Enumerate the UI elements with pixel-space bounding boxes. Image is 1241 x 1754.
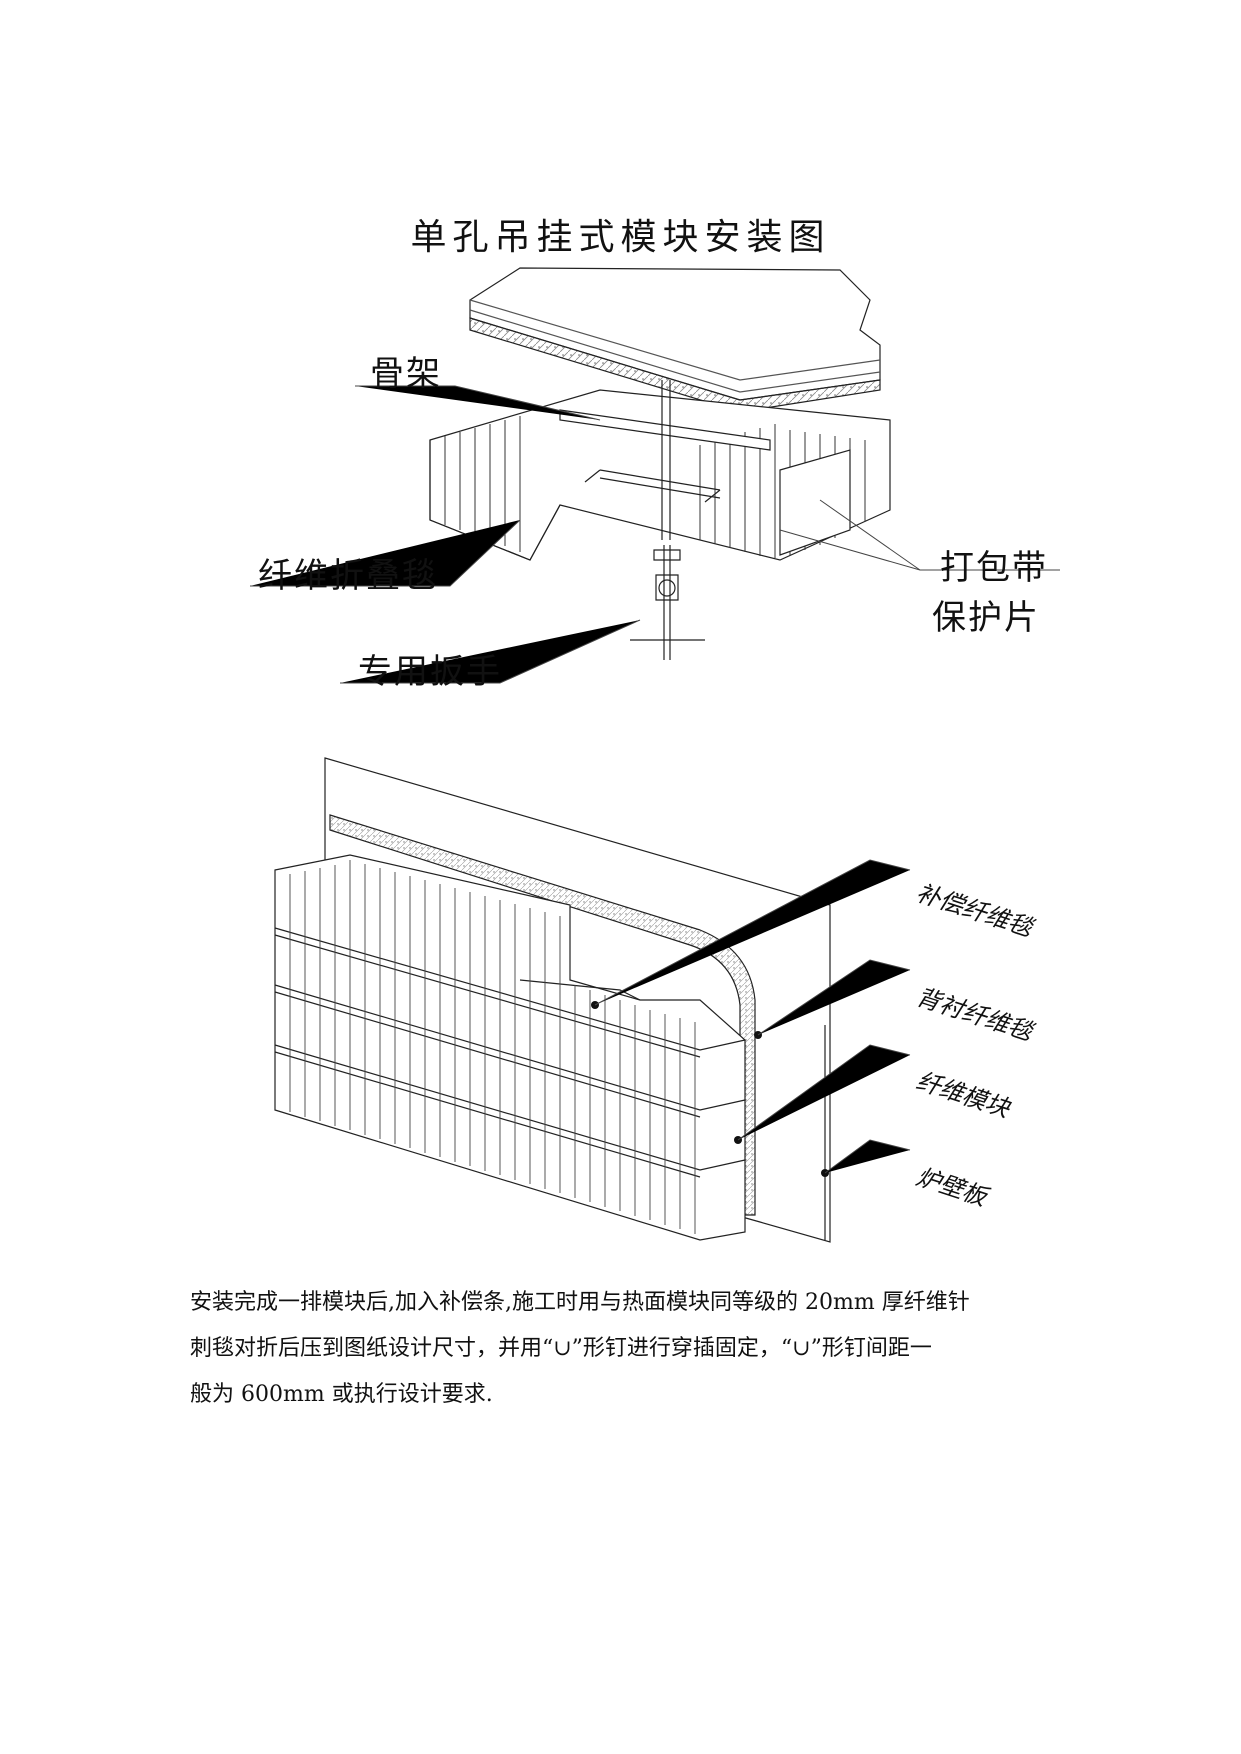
description-line-2: 刺毯对折后压到图纸设计尺寸，并用“∪”形钉进行穿插固定，“∪”形钉间距一 bbox=[190, 1336, 932, 1361]
page-title: 单孔吊挂式模块安装图 bbox=[410, 217, 831, 258]
description-paragraph: 安装完成一排模块后,加入补偿条,施工时用与热面模块同等级的 20mm 厚纤维针 … bbox=[190, 1280, 1070, 1418]
label-folded-blanket: 纤维折叠毯 bbox=[258, 556, 438, 596]
description-line-1: 安装完成一排模块后,加入补偿条,施工时用与热面模块同等级的 20mm 厚纤维针 bbox=[190, 1290, 970, 1315]
label-protector: 保护片 bbox=[932, 598, 1040, 638]
label-strap: 打包带 bbox=[940, 548, 1048, 588]
description-line-3: 般为 600mm 或执行设计要求. bbox=[190, 1382, 493, 1407]
label-frame: 骨架 bbox=[370, 354, 442, 394]
label-wrench: 专用扳手 bbox=[358, 652, 502, 692]
